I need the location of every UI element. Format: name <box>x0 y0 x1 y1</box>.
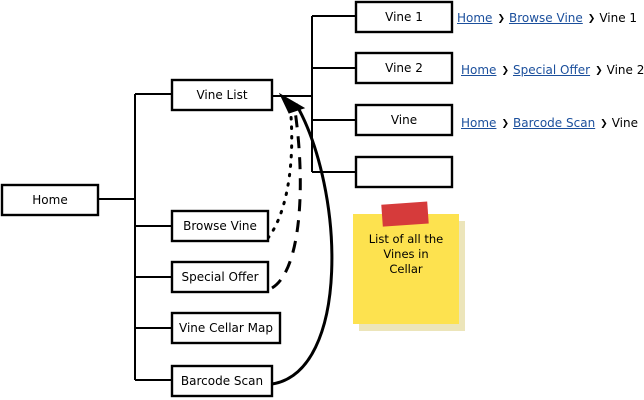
node-vine-1[interactable]: Vine 1 <box>354 0 454 34</box>
arrowhead <box>278 92 306 114</box>
note-line-3: Cellar <box>389 262 423 276</box>
chevron-right-icon: ❯ <box>587 14 596 24</box>
node-browse-vine-label: Browse Vine <box>183 219 257 233</box>
node-barcode-scan-label: Barcode Scan <box>181 374 263 388</box>
node-vine-1-label: Vine 1 <box>385 10 423 24</box>
breadcrumb-row-3: Home❯Barcode Scan❯Vine <box>461 116 638 131</box>
breadcrumb-home-link[interactable]: Home <box>461 116 497 130</box>
node-vine-list-label: Vine List <box>196 88 247 102</box>
node-vine-cellar-map-label: Vine Cellar Map <box>179 321 273 335</box>
node-vine-2-label: Vine 2 <box>385 61 423 75</box>
node-vine[interactable]: Vine <box>354 103 454 137</box>
chevron-right-icon: ❯ <box>595 66 603 76</box>
sticky-note: List of all the Vines in Cellar <box>353 201 465 331</box>
breadcrumb-row-1: Home❯Browse Vine❯Vine 1 <box>457 11 637 26</box>
node-special-offer[interactable]: Special Offer <box>170 260 270 294</box>
node-vine-label: Vine <box>391 113 417 127</box>
node-vine-cellar-map[interactable]: Vine Cellar Map <box>170 311 282 345</box>
breadcrumb-browse-vine-link[interactable]: Browse Vine <box>508 11 583 25</box>
arrow-barcode-scan <box>271 103 334 386</box>
node-home-label: Home <box>32 193 67 207</box>
chevron-right-icon: ❯ <box>497 14 505 24</box>
navigation-arrows <box>266 92 334 386</box>
note-line-1: List of all the <box>369 232 443 246</box>
note-line-2: Vines in <box>383 247 428 261</box>
chevron-right-icon: ❯ <box>501 119 509 129</box>
breadcrumb-special-offer-link[interactable]: Special Offer <box>512 63 591 77</box>
breadcrumb-barcode-scan-link[interactable]: Barcode Scan <box>512 116 596 130</box>
chevron-right-icon: ❯ <box>600 119 608 129</box>
breadcrumb-current: Vine 1 <box>599 11 638 25</box>
breadcrumb-row-2: Home❯Special Offer❯Vine 2 <box>461 63 644 78</box>
sticky-note-tape <box>381 201 429 227</box>
chevron-right-icon: ❯ <box>501 66 509 76</box>
node-special-offer-label: Special Offer <box>181 270 258 284</box>
node-barcode-scan[interactable]: Barcode Scan <box>170 364 274 398</box>
node-empty[interactable] <box>354 155 454 189</box>
node-browse-vine[interactable]: Browse Vine <box>170 209 270 243</box>
breadcrumb-current: Vine <box>611 116 638 130</box>
node-vine-2[interactable]: Vine 2 <box>354 51 454 85</box>
breadcrumb-home-link[interactable]: Home <box>457 11 493 25</box>
breadcrumb-current: Vine 2 <box>606 63 644 77</box>
node-home[interactable]: Home <box>0 183 100 217</box>
tree-connectors <box>98 15 356 381</box>
breadcrumb-home-link[interactable]: Home <box>461 63 497 77</box>
node-vine-list[interactable]: Vine List <box>170 78 274 112</box>
sticky-note-paper <box>353 214 459 324</box>
arrow-browse-vine <box>266 102 294 240</box>
